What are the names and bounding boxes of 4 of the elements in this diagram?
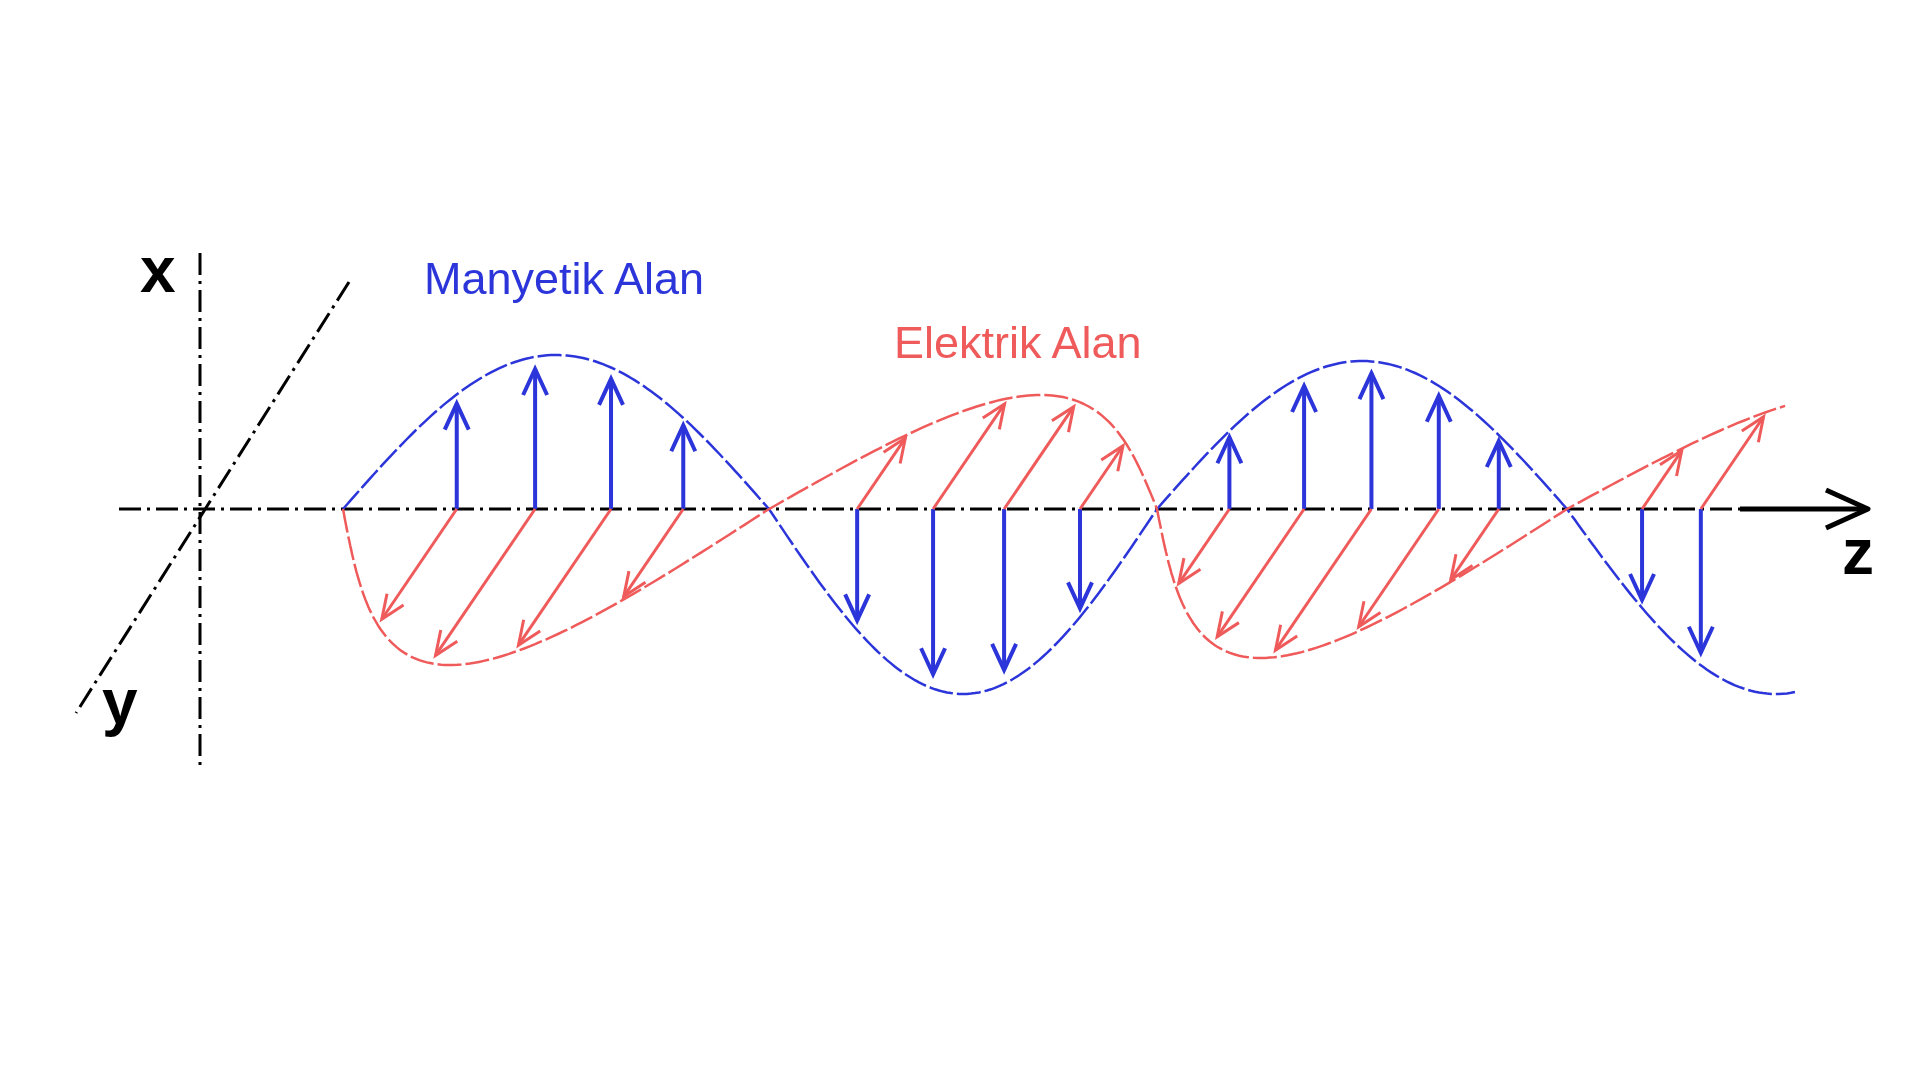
axis-label: z <box>1842 520 1874 584</box>
axis-label: Manyetik Alan <box>424 256 705 301</box>
axis-label: x <box>140 238 176 302</box>
axis-label: Elektrik Alan <box>894 320 1142 365</box>
